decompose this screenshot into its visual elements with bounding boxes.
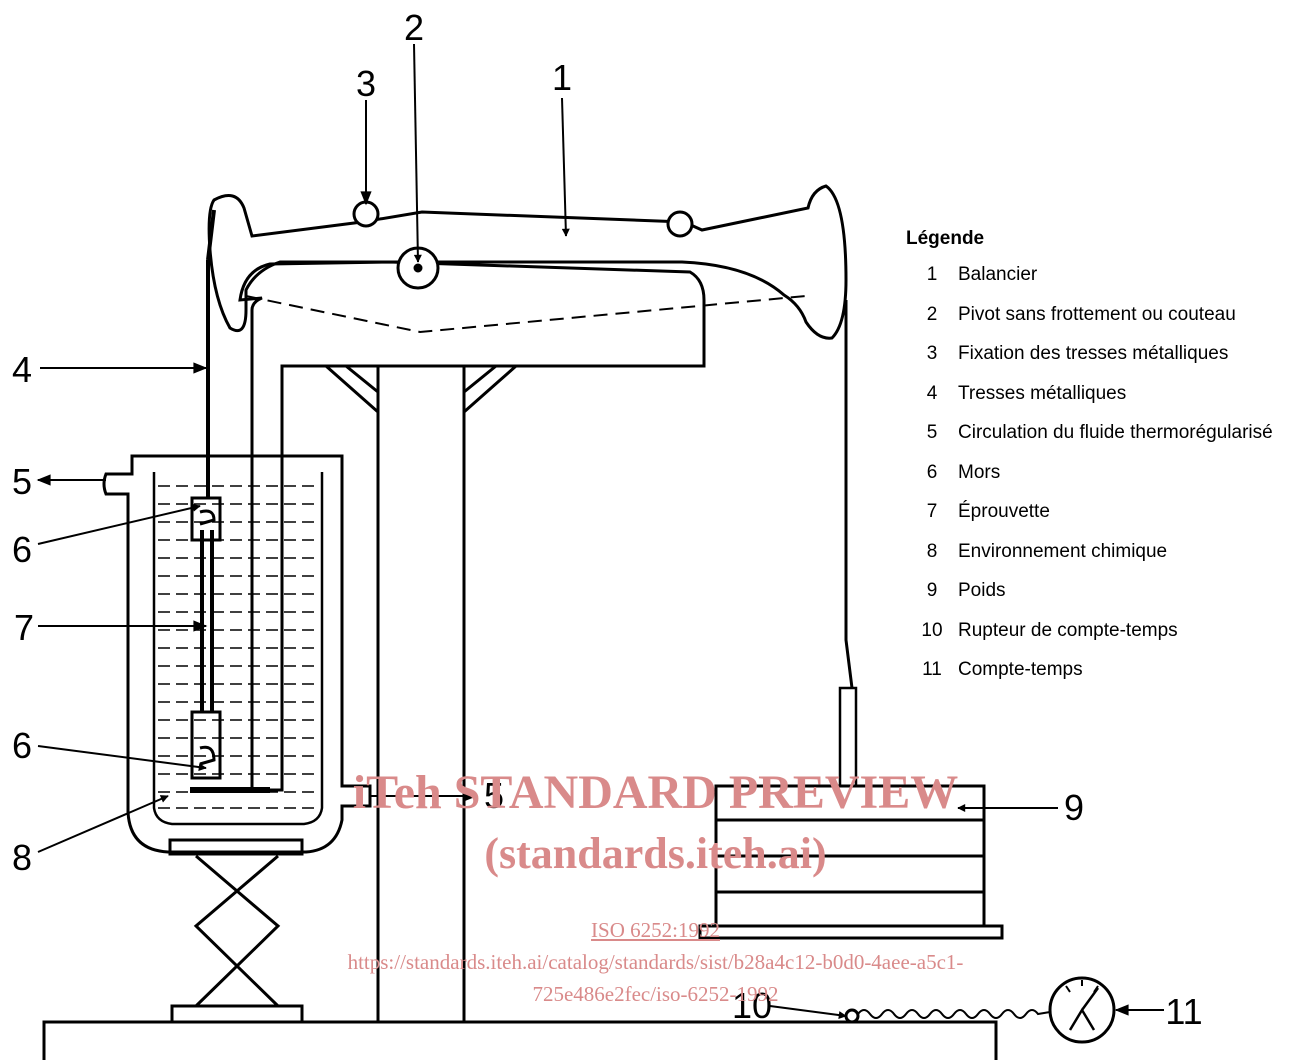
timer-dial [1048,976,1116,1044]
leader-1 [561,97,570,237]
watermark-subtitle: (standards.iteh.ai) [484,829,827,878]
timer-wire [857,1009,1051,1019]
legend-key: 11 [922,659,942,680]
callout-1: 1 [552,57,572,98]
legend-label: Éprouvette [958,501,1050,522]
leader-2 [413,43,422,263]
legend-label: Environnement chimique [958,540,1168,562]
legend-item: 7 Éprouvette [906,501,1311,541]
legend-item: 6 Mors [906,462,1311,502]
braid-fixing-left [352,200,380,228]
frame-strut-right [463,364,517,414]
base-plate [42,1020,998,1060]
legend-key: 3 [926,343,938,364]
legend-label: Tresses métalliques [958,382,1127,404]
support-frame [238,260,706,792]
legend-label: Circulation du fluide thermorégularisé [958,422,1273,443]
weight-base [698,924,1004,940]
legend-key: 9 [926,580,938,601]
callout-5-top: 5 [12,461,32,502]
legend-key: 5 [926,422,938,443]
callout-8: 8 [12,837,32,878]
legend-key: 7 [926,501,938,522]
callout-6-bottom: 6 [12,725,32,766]
metal-braid-left [206,209,216,498]
callout-6-top: 6 [12,529,32,570]
callout-10: 10 [732,985,772,1026]
callout-5-side: 5 [484,775,504,816]
legend-label: Balancier [958,264,1038,285]
grip-lower [190,710,222,780]
metal-braid-right [844,300,854,689]
jack-top-plate [168,838,304,856]
leader-10 [769,1005,847,1020]
legend-label: Pivot sans frottement ou couteau [958,303,1236,325]
watermark-url-line1[interactable]: https://standards.iteh.ai/catalog/standa… [347,950,964,974]
legend-label: Poids [958,580,1006,601]
chemical-liquid [158,485,318,809]
callout-3: 3 [356,63,376,104]
bath-vessel [102,454,372,854]
legend-key: 6 [926,461,938,483]
legend-item: 11 Compte-temps [906,659,1311,699]
legend-item: 9 Poids [906,580,1311,620]
leader-6-bottom [37,745,207,772]
legend-item: 5 Circulation du fluide thermorégularisé [906,422,1311,462]
legend-key: 4 [926,382,938,404]
leader-8 [37,795,169,853]
callout-9: 9 [1064,787,1084,828]
jack-bottom-plate [170,1004,304,1024]
legend-item: 1 Balancier [906,264,1311,304]
legend-item: 2 Pivot sans frottement ou couteau [906,304,1311,344]
timer-ticks [1065,980,1099,993]
legend-item: 8 Environnement chimique [906,541,1311,581]
legend-item: 10 Rupteur de compte-temps [906,620,1311,660]
beam-dashed-line [245,295,807,334]
braid-fixing-right [666,210,694,238]
legend-key: 8 [926,540,938,562]
legend: Légende 1 Balancier 2 Pivot sans frottemen… [906,228,1311,699]
watermark-url-line2[interactable]: 725e486e2fec/iso-6252-1992 [532,982,779,1006]
legend-label: Mors [958,461,1001,483]
leader-6-top [37,503,201,545]
callout-7: 7 [14,607,34,648]
timer-switch [844,1008,860,1024]
scissor-jack [193,854,281,1008]
callout-2: 2 [404,7,424,48]
watermark-standard-link[interactable]: ISO 6252:1992 [591,918,720,942]
legend-label: Fixation des tresses métalliques [958,343,1229,364]
legend-item: 4 Tresses métalliques [906,383,1311,423]
bath-inner-wall [152,472,324,826]
legend-key: 10 [921,619,943,641]
frame-strut-left [325,364,379,414]
watermark-title: iTeh STANDARD PREVIEW [352,766,959,819]
legend-title: Légende [906,228,985,249]
balance-beam [207,184,848,340]
legend-label: Compte-temps [958,659,1083,680]
callout-11: 11 [1165,991,1202,1032]
weight-dividers [716,818,984,894]
legend-key: 1 [926,264,938,285]
callout-4: 4 [12,349,32,390]
legend-label: Rupteur de compte-temps [958,619,1178,641]
legend-item: 3 Fixation des tresses métalliques [906,343,1311,383]
pivot-center [413,263,423,273]
legend-key: 2 [926,303,938,325]
